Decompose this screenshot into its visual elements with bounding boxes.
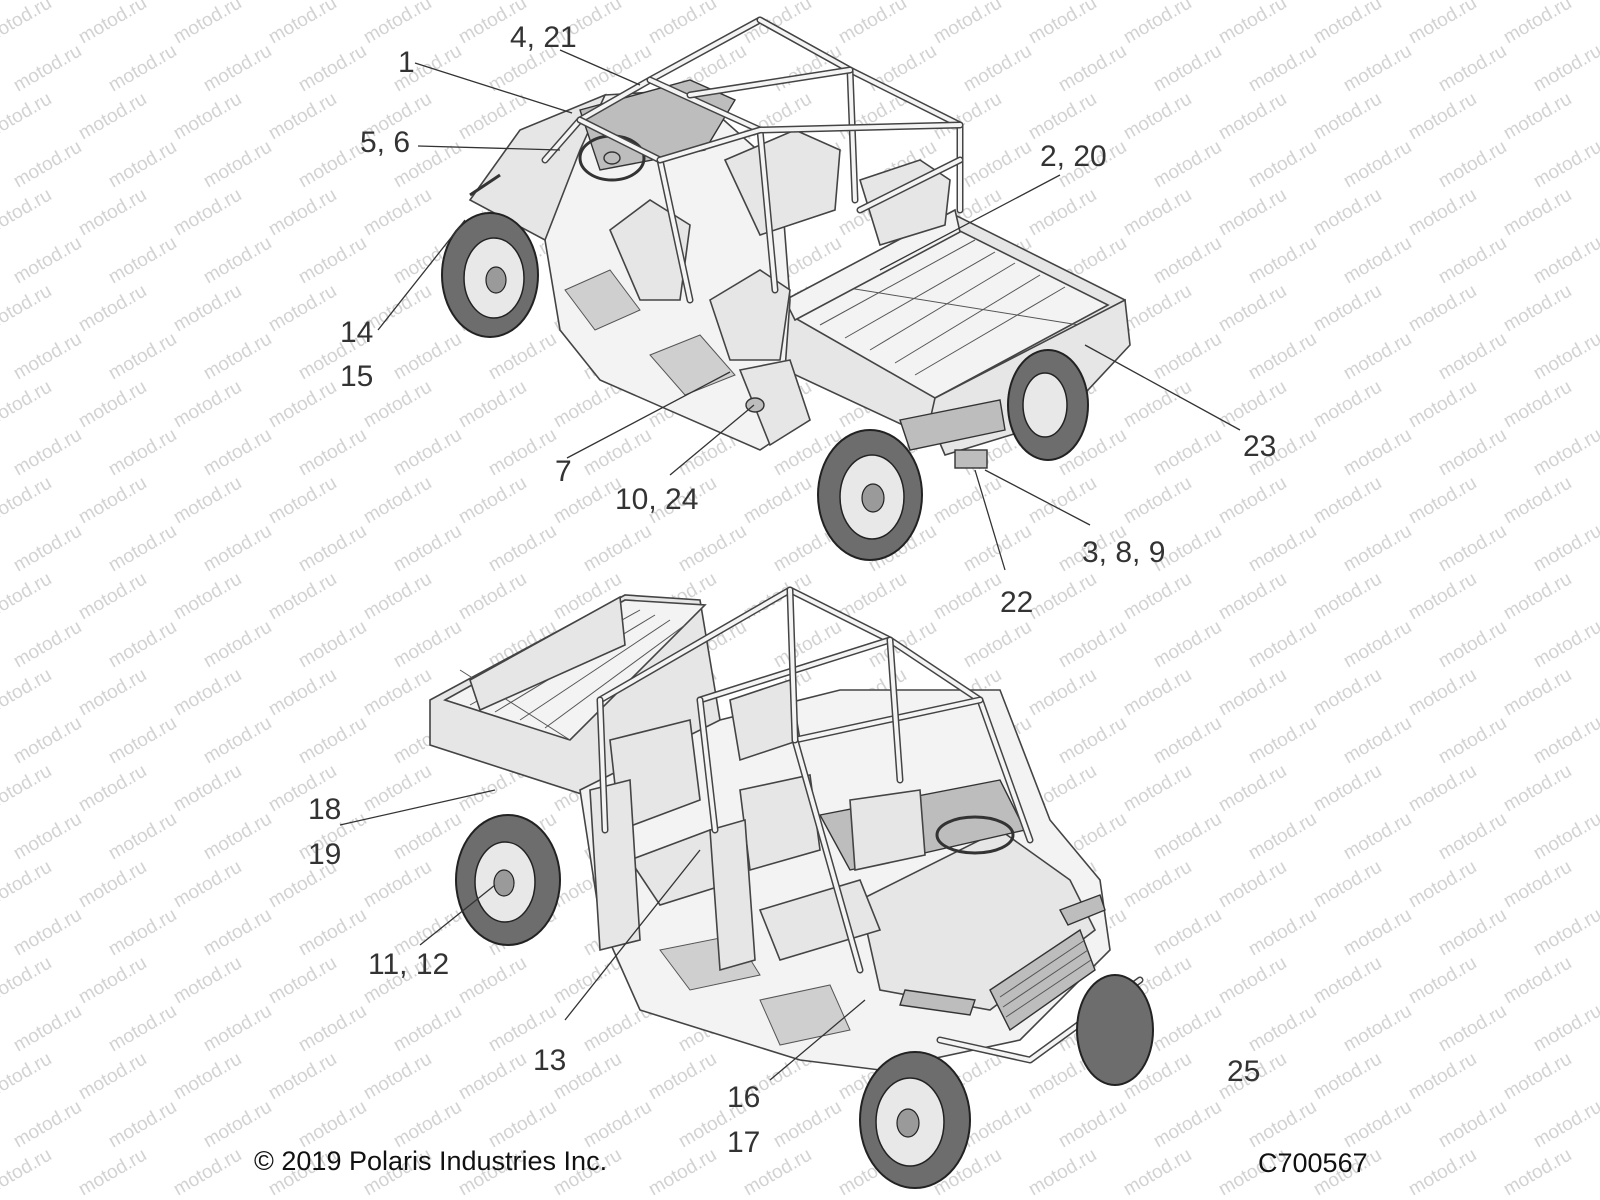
callout-14: 14 bbox=[340, 316, 374, 349]
callout-13: 13 bbox=[533, 1044, 567, 1077]
top-rear-left-wheel bbox=[817, 429, 923, 561]
bottom-front-wheel bbox=[859, 1051, 971, 1189]
bottom-front-right-wheel bbox=[1076, 974, 1154, 1086]
vehicle-top-rear-view bbox=[441, 16, 1131, 561]
callout-18: 18 bbox=[308, 793, 342, 826]
callout-1: 1 bbox=[398, 46, 415, 79]
leader-lines bbox=[339, 49, 1241, 1081]
callout-5-6: 5, 6 bbox=[360, 126, 411, 159]
callout-11-12: 11, 12 bbox=[368, 948, 450, 981]
callout-19: 19 bbox=[308, 838, 342, 871]
callout-15: 15 bbox=[340, 360, 374, 393]
callout-2-20: 2, 20 bbox=[1040, 140, 1107, 173]
callout-3-8-9: 3, 8, 9 bbox=[1082, 536, 1166, 569]
bottom-rear-wheel bbox=[455, 814, 561, 946]
callout-4-21: 4, 21 bbox=[510, 21, 577, 54]
vehicle-bottom-front-view bbox=[429, 586, 1154, 1189]
callout-7: 7 bbox=[555, 455, 572, 488]
callout-16: 16 bbox=[727, 1081, 761, 1114]
callout-22: 22 bbox=[1000, 586, 1034, 619]
callout-10-24: 10, 24 bbox=[615, 483, 699, 516]
callout-23: 23 bbox=[1243, 430, 1277, 463]
diagram-code: C700567 bbox=[1258, 1148, 1368, 1178]
top-rear-right-wheel bbox=[1007, 349, 1089, 461]
top-front-wheel bbox=[441, 212, 539, 338]
callout-25: 25 bbox=[1227, 1055, 1261, 1088]
callout-17: 17 bbox=[727, 1126, 761, 1159]
copyright-notice: © 2019 Polaris Industries Inc. bbox=[254, 1146, 608, 1176]
